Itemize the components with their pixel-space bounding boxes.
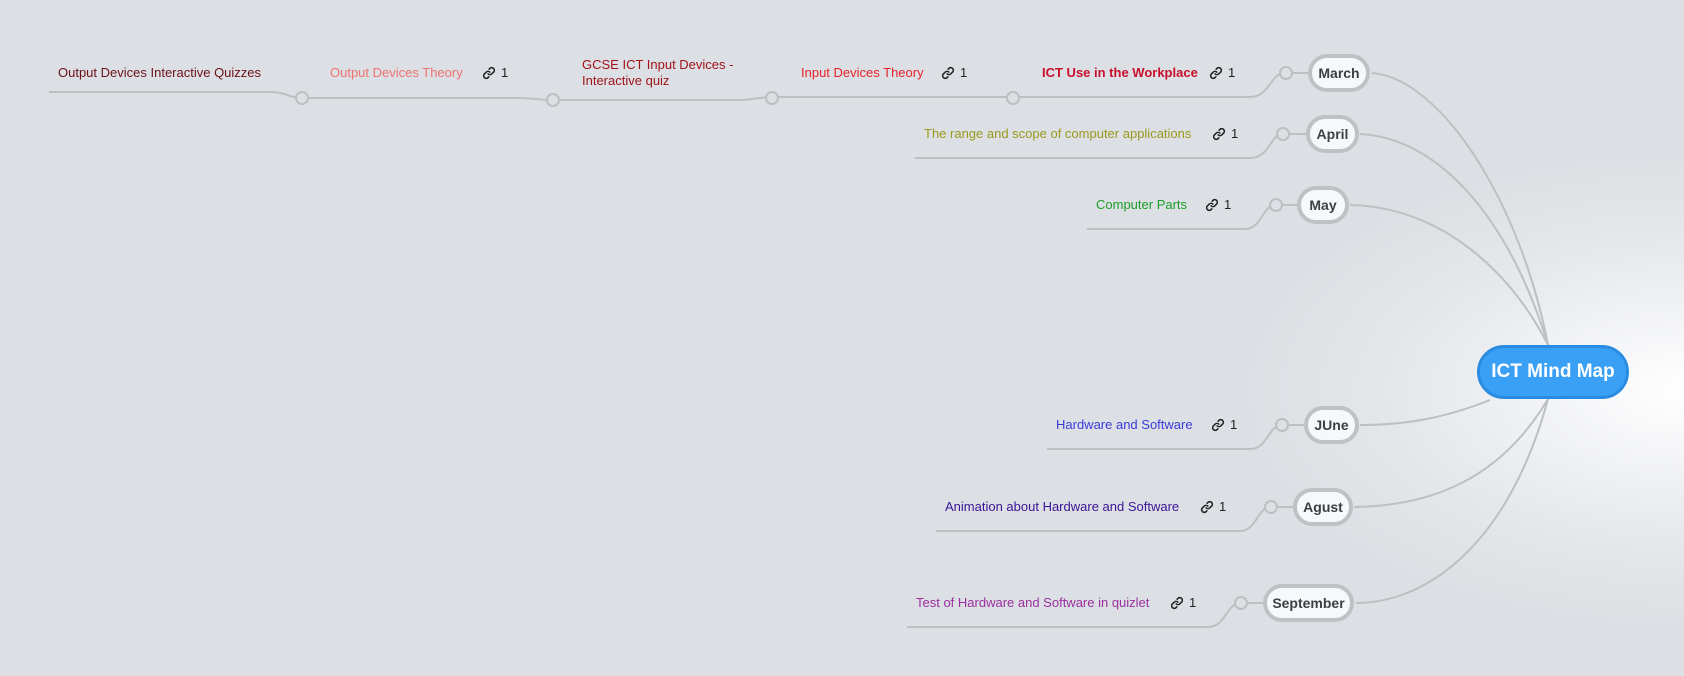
link-icon: [1212, 127, 1226, 140]
link-badge[interactable]: 1: [1212, 126, 1238, 141]
topic-hardware-software[interactable]: Hardware and Software: [1056, 417, 1193, 432]
link-icon: [1205, 198, 1219, 211]
root-node[interactable]: ICT Mind Map: [1477, 345, 1629, 399]
link-badge[interactable]: 1: [482, 65, 508, 80]
branch-may[interactable]: May: [1297, 186, 1349, 224]
link-count: 1: [501, 65, 509, 80]
link-icon: [482, 66, 496, 79]
link-badge[interactable]: 1: [1209, 65, 1235, 80]
link-badge[interactable]: 1: [1200, 499, 1226, 514]
link-count: 1: [1189, 595, 1197, 610]
link-badge[interactable]: 1: [1170, 595, 1196, 610]
branch-agust[interactable]: Agust: [1293, 488, 1353, 526]
branch-september[interactable]: September: [1263, 584, 1354, 622]
branch-june[interactable]: JUne: [1304, 406, 1359, 444]
link-icon: [941, 66, 955, 79]
link-badge[interactable]: 1: [1205, 197, 1231, 212]
topic-ict-use-workplace[interactable]: ICT Use in the Workplace: [1042, 65, 1198, 80]
topic-gcse-input-devices-quiz[interactable]: GCSE ICT Input Devices - Interactive qui…: [582, 57, 734, 88]
link-badge[interactable]: 1: [1211, 417, 1237, 432]
link-count: 1: [1219, 499, 1227, 514]
topic-animation-hardware-software[interactable]: Animation about Hardware and Software: [945, 499, 1180, 514]
link-count: 1: [1224, 197, 1232, 212]
branch-april[interactable]: April: [1306, 115, 1359, 153]
link-count: 1: [1231, 126, 1239, 141]
link-icon: [1211, 418, 1225, 431]
topic-test-quizlet[interactable]: Test of Hardware and Software in quizlet: [916, 595, 1150, 610]
link-badge[interactable]: 1: [941, 65, 967, 80]
link-count: 1: [960, 65, 968, 80]
topic-range-scope-applications[interactable]: The range and scope of computer applicat…: [924, 126, 1192, 141]
topic-output-devices-quizzes[interactable]: Output Devices Interactive Quizzes: [58, 65, 262, 80]
link-icon: [1209, 66, 1223, 79]
link-icon: [1200, 500, 1214, 513]
link-icon: [1170, 596, 1184, 609]
topic-computer-parts[interactable]: Computer Parts: [1096, 197, 1188, 212]
topic-input-devices-theory[interactable]: Input Devices Theory: [801, 65, 924, 80]
link-count: 1: [1230, 417, 1238, 432]
branch-march[interactable]: March: [1308, 54, 1370, 92]
topic-output-devices-theory[interactable]: Output Devices Theory: [330, 65, 463, 80]
link-count: 1: [1228, 65, 1236, 80]
